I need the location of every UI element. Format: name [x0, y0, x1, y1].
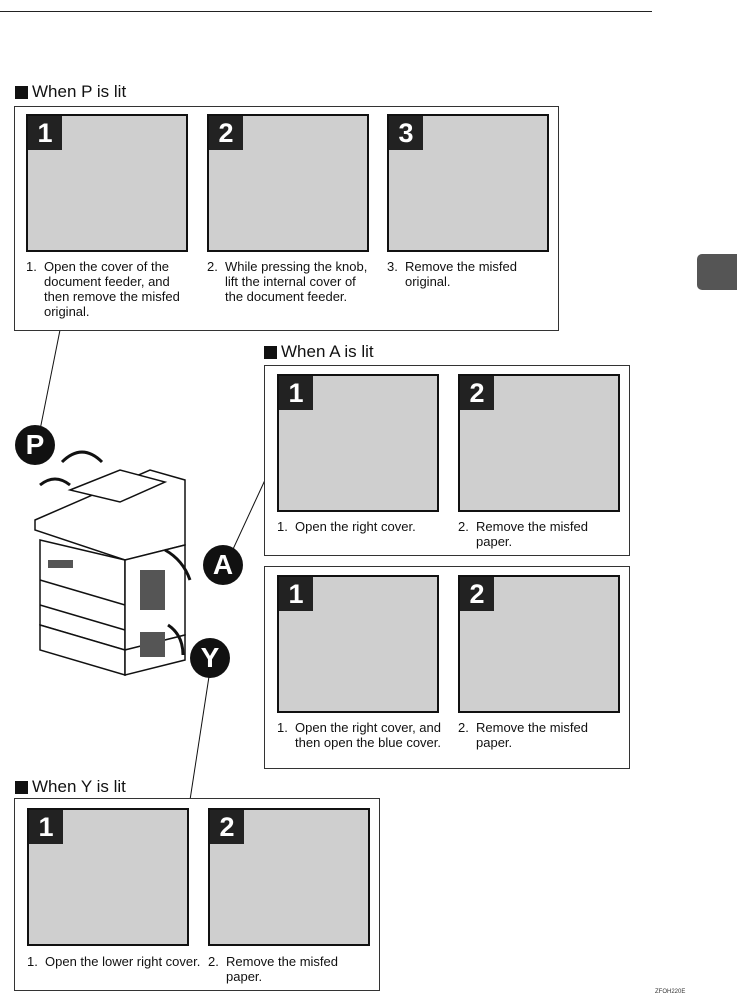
panel-p: 1 2 3 1.Open the cover of the document f… [14, 106, 559, 331]
illustration-p-step-3: 3 [387, 114, 549, 252]
illustration-p-step-2: 2 [207, 114, 369, 252]
panel-a-2: 1 2 1.Open the right cover, and then ope… [264, 566, 630, 769]
illustration-a1-step-1: 1 [277, 374, 439, 512]
step-text-a2-2: 2.Remove the misfed paper. [458, 720, 588, 750]
section-heading-a: When A is lit [264, 342, 374, 362]
section-square-icon [15, 85, 28, 99]
panel-a-1: 1 2 1.Open the right cover. 2.Remove the… [264, 365, 630, 556]
heading-text: When P is lit [32, 82, 127, 101]
figure-code: ZFOH220E [655, 989, 686, 995]
step-text-a1-1: 1.Open the right cover. [277, 519, 416, 534]
step-badge: 2 [209, 116, 243, 150]
step-badge: 1 [28, 116, 62, 150]
heading-text: When A is lit [281, 342, 374, 361]
y-indicator-label: Y [190, 638, 230, 678]
step-text-y-1: 1.Open the lower right cover. [27, 954, 201, 969]
chapter-tab [697, 254, 737, 290]
step-badge: 2 [460, 376, 494, 410]
step-badge: 2 [210, 810, 244, 844]
a-indicator-label: A [203, 545, 243, 585]
heading-text: When Y is lit [32, 777, 126, 796]
step-text-a1-2: 2.Remove the misfed paper. [458, 519, 588, 549]
section-square-icon [15, 780, 28, 794]
illustration-a1-step-2: 2 [458, 374, 620, 512]
illustration-p-step-1: 1 [26, 114, 188, 252]
step-badge: 1 [279, 577, 313, 611]
top-rule [0, 11, 652, 12]
step-text-p-1: 1.Open the cover of the document feeder,… [26, 259, 180, 319]
section-heading-y: When Y is lit [15, 777, 126, 797]
step-text-a2-1: 1.Open the right cover, and then open th… [277, 720, 442, 750]
step-badge: 2 [460, 577, 494, 611]
p-indicator-label: P [15, 425, 55, 465]
step-badge: 1 [29, 810, 63, 844]
step-text-y-2: 2.Remove the misfed paper. [208, 954, 338, 984]
step-badge: 1 [279, 376, 313, 410]
panel-y: 1 2 1.Open the lower right cover. 2.Remo… [14, 798, 380, 991]
illustration-y-step-1: 1 [27, 808, 189, 946]
section-square-icon [264, 345, 277, 359]
illustration-y-step-2: 2 [208, 808, 370, 946]
step-text-p-2: 2.While pressing the knob, lift the inte… [207, 259, 368, 304]
section-heading-p: When P is lit [15, 82, 126, 102]
step-badge: 3 [389, 116, 423, 150]
illustration-a2-step-2: 2 [458, 575, 620, 713]
illustration-a2-step-1: 1 [277, 575, 439, 713]
step-text-p-3: 3.Remove the misfed original. [387, 259, 517, 289]
